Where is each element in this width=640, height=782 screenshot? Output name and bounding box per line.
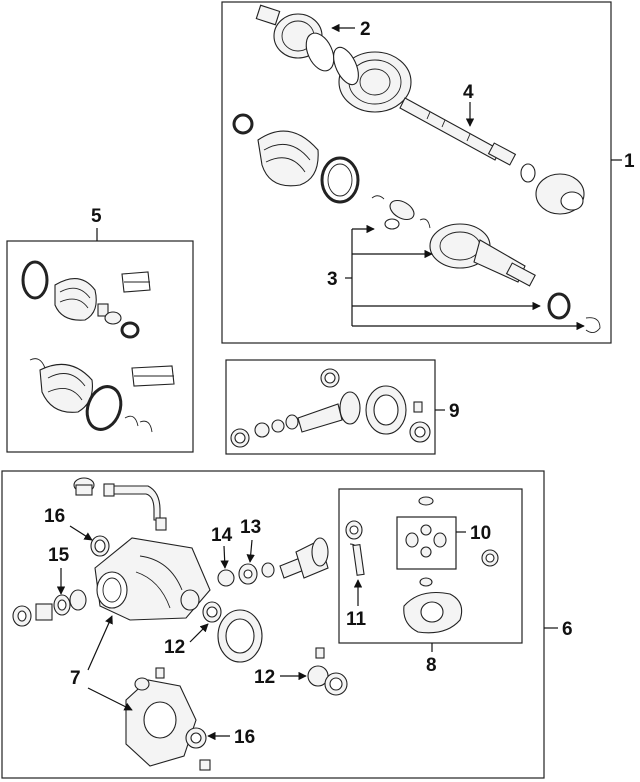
group-box-pinion-ring-gear — [225, 359, 436, 455]
differential-case-drawing — [345, 496, 499, 634]
callout-3: 3 — [327, 269, 338, 290]
group-box-boot-kit — [6, 240, 194, 453]
group-box-differential-case — [338, 488, 523, 644]
callout-5: 5 — [91, 206, 102, 227]
leader-lines — [56, 23, 622, 741]
group-box-drive-shaft — [221, 1, 612, 344]
drive-shaft-assembly-drawing — [232, 4, 601, 333]
callout-15: 15 — [48, 545, 70, 566]
callout-7: 7 — [70, 668, 81, 689]
callout-14: 14 — [211, 525, 233, 546]
callout-16-lower: 16 — [234, 727, 255, 748]
boot-kit-drawing — [21, 260, 175, 433]
group-box-differential-assembly — [1, 470, 545, 779]
callout-16-upper: 16 — [44, 506, 65, 527]
callout-11: 11 — [346, 609, 367, 630]
callout-12-lower: 12 — [254, 667, 275, 688]
callout-9: 9 — [449, 401, 460, 422]
callout-2: 2 — [360, 19, 371, 40]
callout-8: 8 — [426, 655, 437, 676]
callout-10: 10 — [470, 523, 491, 544]
differential-assembly-drawing — [12, 477, 348, 771]
callout-13: 13 — [240, 517, 261, 538]
callout-6: 6 — [562, 619, 573, 640]
callout-12-upper: 12 — [164, 637, 185, 658]
callout-4: 4 — [463, 82, 474, 103]
ring-and-pinion-drawing — [230, 368, 431, 448]
callout-1: 1 — [624, 151, 635, 172]
group-box-side-gears — [396, 516, 457, 570]
